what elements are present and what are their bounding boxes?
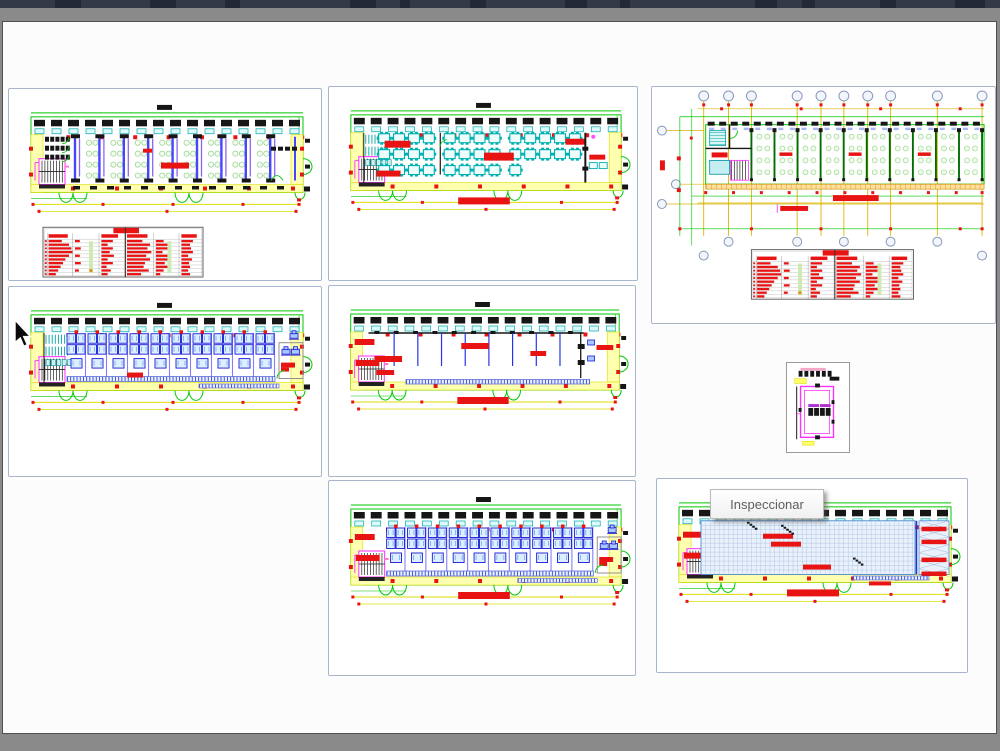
plan-mid-left[interactable] <box>8 286 322 477</box>
drawing-canvas[interactable]: Inspeccionar <box>2 21 997 734</box>
plan-top-left[interactable] <box>8 88 322 281</box>
plan-mid-center-drawing <box>348 302 629 411</box>
plan-bottom-center-drawing <box>348 497 631 606</box>
plan-top-left-drawing <box>29 104 313 278</box>
plan-top-right-drawing <box>656 90 988 300</box>
plan-mid-center[interactable] <box>328 285 636 477</box>
plan-bottom-center[interactable] <box>328 480 636 676</box>
plan-top-center[interactable] <box>328 86 638 281</box>
inspect-tooltip: Inspeccionar <box>710 489 824 519</box>
plan-top-right[interactable] <box>651 86 996 324</box>
stair-detail[interactable] <box>786 362 850 453</box>
plan-mid-left-drawing <box>29 302 313 411</box>
mouse-cursor <box>14 319 32 348</box>
plan-top-center-drawing <box>348 102 631 211</box>
inspect-tooltip-text: Inspeccionar <box>730 496 804 512</box>
window-top-bar <box>0 0 1000 8</box>
stair-detail-drawing <box>794 367 840 446</box>
